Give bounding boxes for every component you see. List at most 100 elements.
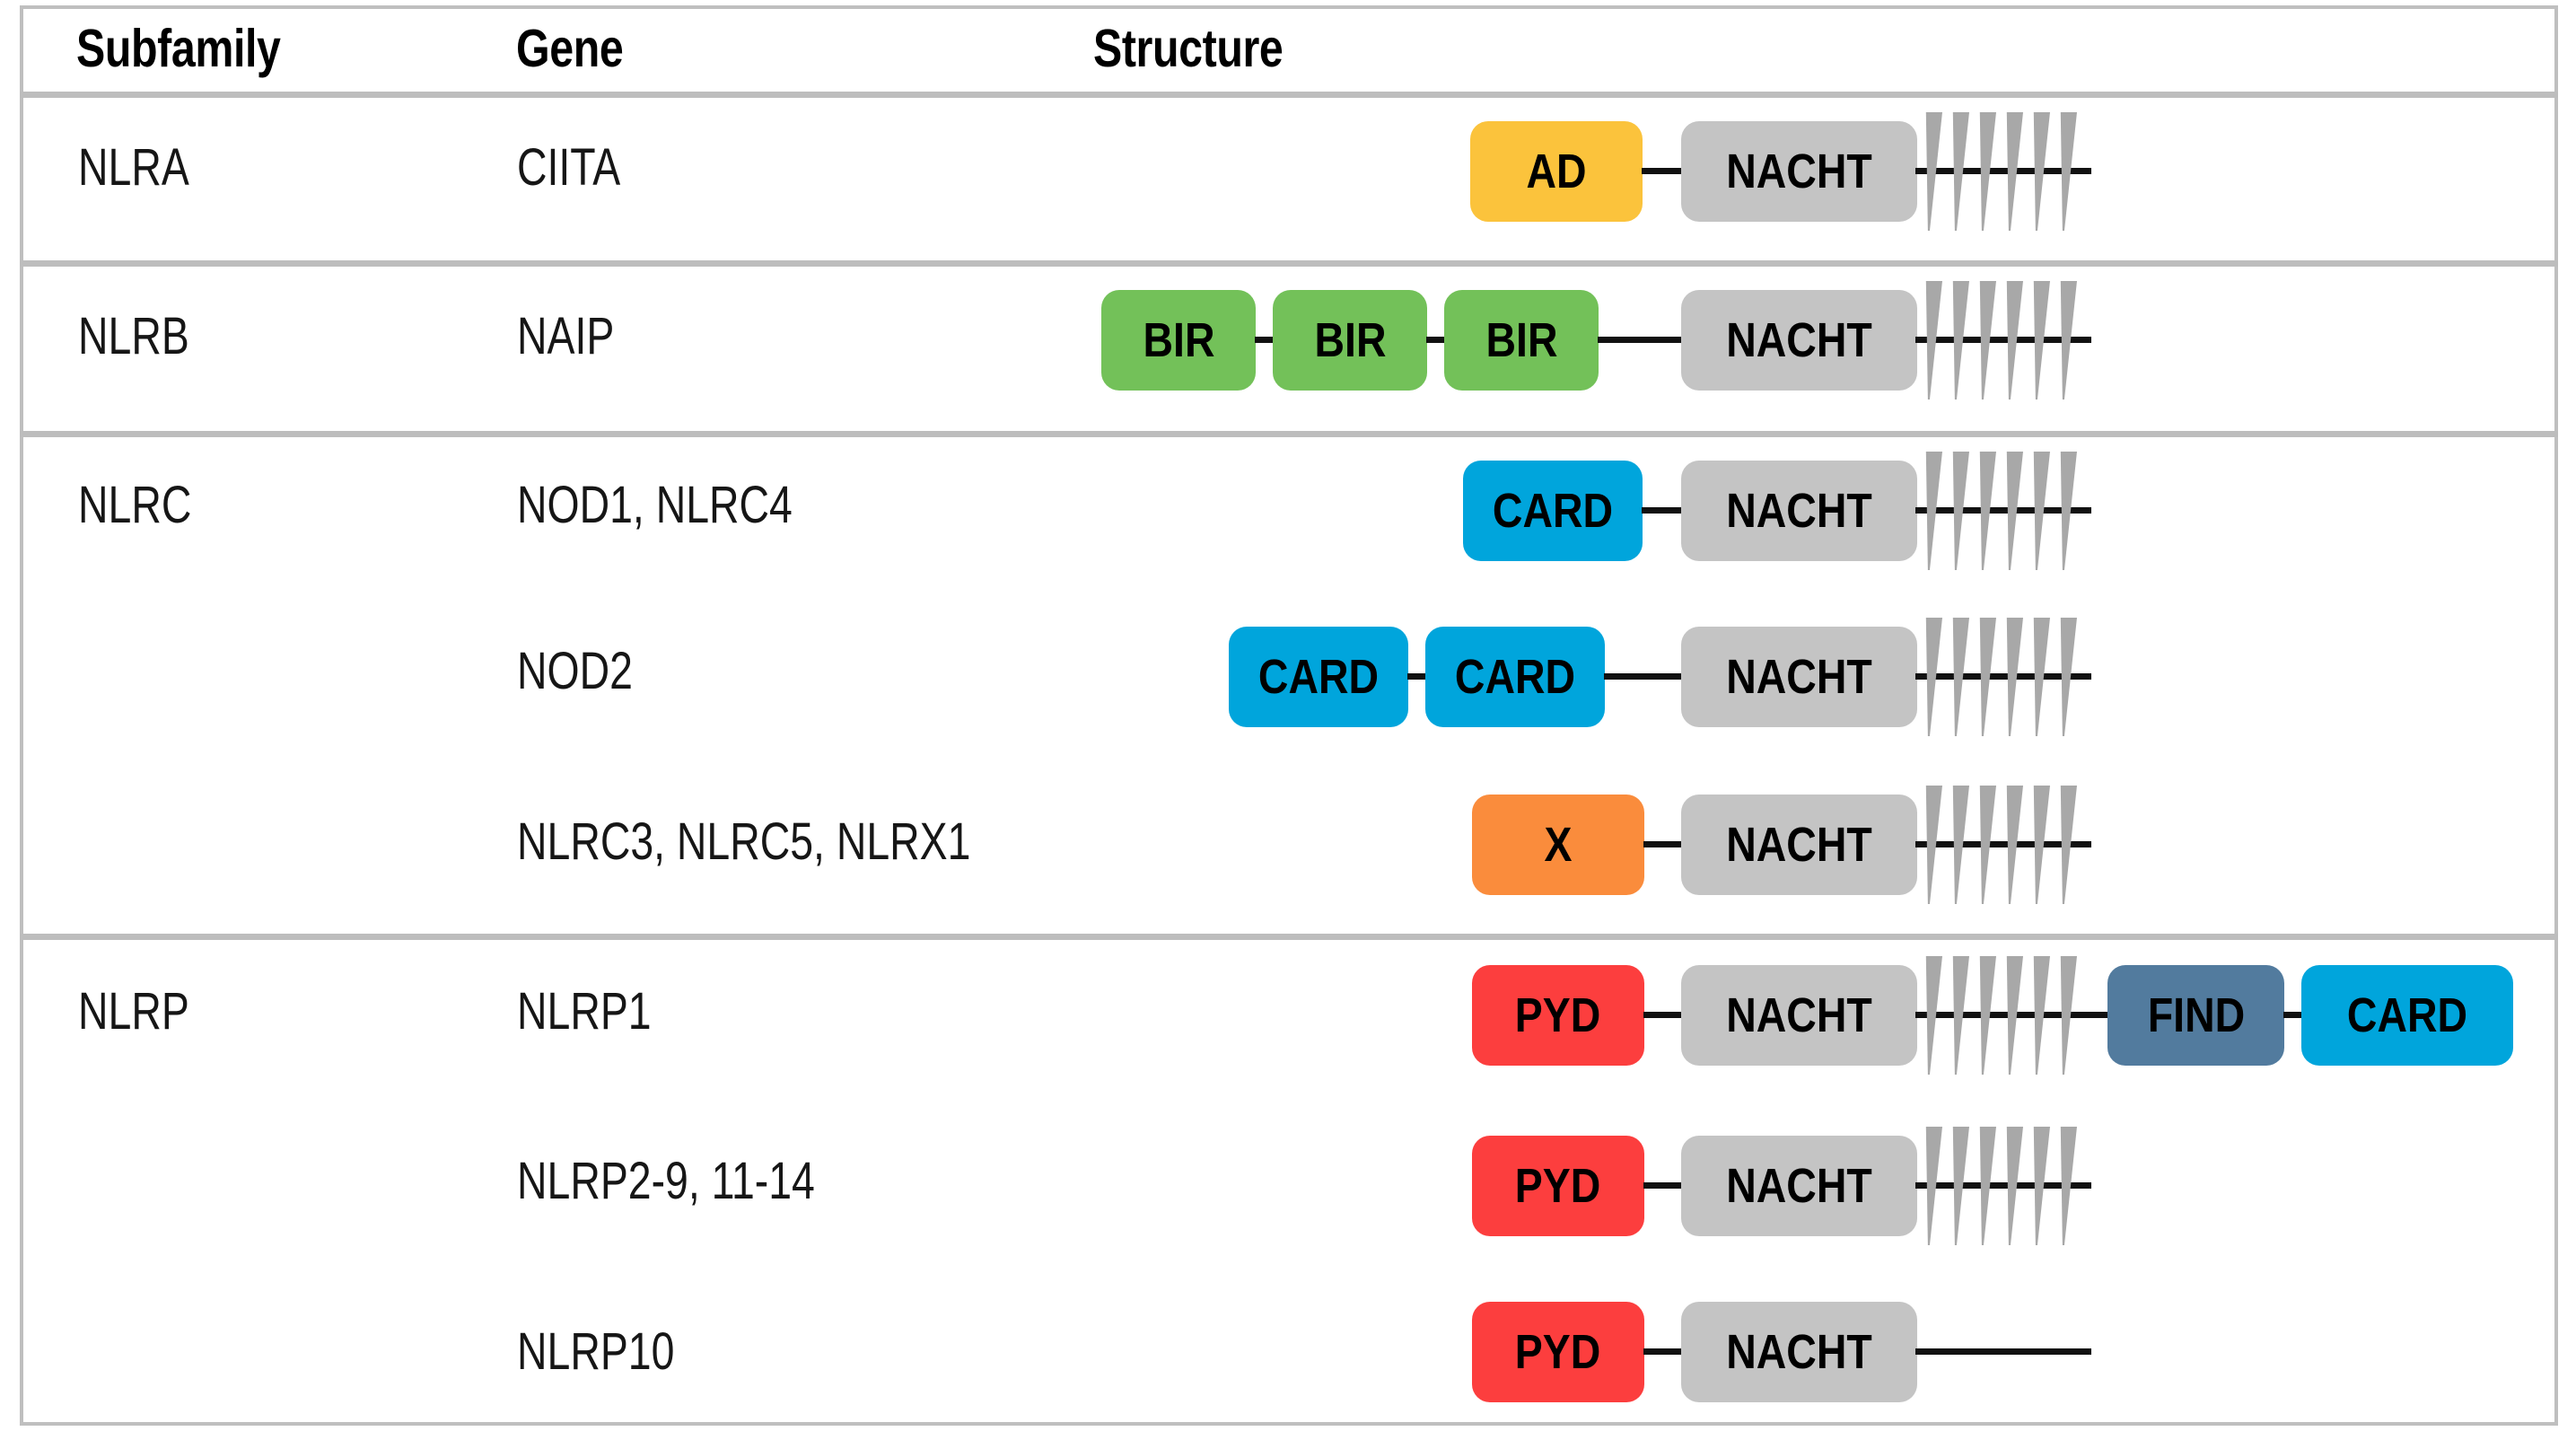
structure-diagram: BIR BIR BIR NACHT	[0, 267, 2576, 431]
table-header-row: Subfamily Gene Structure	[0, 5, 2576, 92]
domain-card-2: CARD	[1425, 627, 1605, 727]
row-divider-nlrb-nlrc	[20, 431, 2558, 437]
cell-gene: NOD1, NLRC4	[517, 476, 793, 534]
lrr-repeat-region	[1915, 112, 2091, 231]
lrr-axis-line	[1915, 1012, 2091, 1018]
domain-label: CARD	[2346, 988, 2468, 1042]
domain-label: BIR	[1485, 313, 1557, 367]
domain-label: PYD	[1515, 1325, 1601, 1379]
domain-bir-2: BIR	[1273, 290, 1427, 391]
lrr-repeat-region	[1915, 618, 2091, 736]
domain-label: X	[1544, 818, 1573, 872]
connector-line	[1598, 337, 1684, 343]
cell-gene: CIITA	[517, 138, 621, 197]
connector-line	[1643, 1348, 1684, 1355]
lrr-axis-line	[1915, 337, 2091, 343]
domain-label: NACHT	[1726, 988, 1872, 1042]
structure-diagram: PYD NACHT	[0, 1277, 2576, 1426]
domain-label: NACHT	[1726, 1159, 1872, 1213]
domain-nacht: NACHT	[1681, 461, 1917, 561]
domain-pyd: PYD	[1472, 1302, 1644, 1402]
connector-line	[1643, 1182, 1684, 1189]
domain-nacht: NACHT	[1681, 795, 1917, 895]
cell-subfamily: NLRC	[78, 476, 192, 534]
domain-label: NACHT	[1726, 1325, 1872, 1379]
lrr-axis-line	[1915, 673, 2091, 680]
lrr-repeat-region	[1915, 786, 2091, 904]
table-row-nlra: NLRA CIITA AD NACHT	[0, 98, 2576, 260]
domain-label: NACHT	[1726, 650, 1872, 704]
cell-gene: NOD2	[517, 642, 633, 700]
connector-line	[1643, 841, 1684, 847]
domain-label: NACHT	[1726, 145, 1872, 198]
domain-label: NACHT	[1726, 818, 1872, 872]
table-row-nlrb: NLRB NAIP BIR BIR BIR NACHT	[0, 267, 2576, 431]
cell-subfamily: NLRA	[78, 138, 189, 197]
domain-label: NACHT	[1726, 484, 1872, 538]
domain-label: PYD	[1515, 988, 1601, 1042]
connector-line	[1255, 337, 1275, 343]
header-divider	[20, 92, 2558, 98]
cell-gene: NLRP2-9, 11-14	[517, 1152, 815, 1210]
domain-label: CARD	[1492, 484, 1614, 538]
domain-find: FIND	[2107, 965, 2284, 1066]
table-row-nlrc-nod1: NLRC NOD1, NLRC4 CARD NACHT	[0, 437, 2576, 594]
column-header-structure: Structure	[1093, 19, 1284, 78]
structure-diagram: AD NACHT	[0, 98, 2576, 260]
lrr-axis-line	[1915, 1182, 2091, 1189]
connector-line	[2283, 1012, 2303, 1018]
connector-line	[1643, 1012, 1684, 1018]
structure-diagram: CARD NACHT	[0, 437, 2576, 594]
cell-subfamily: NLRP	[78, 982, 189, 1040]
column-header-subfamily: Subfamily	[76, 19, 281, 78]
lrr-repeat-region	[1915, 452, 2091, 570]
lrr-repeat-region	[1915, 281, 2091, 400]
domain-card: CARD	[1463, 461, 1643, 561]
column-header-gene: Gene	[516, 19, 624, 78]
domain-nacht: NACHT	[1681, 965, 1917, 1066]
domain-label: FIND	[2147, 988, 2245, 1042]
domain-label: BIR	[1314, 313, 1386, 367]
domain-label: AD	[1526, 145, 1587, 198]
domain-card: CARD	[2301, 965, 2513, 1066]
table-border	[20, 5, 2558, 1426]
row-divider-nlrc-nlrp	[20, 934, 2558, 940]
domain-ad: AD	[1470, 121, 1643, 222]
table-row-nlrp-nlrp10: NLRP10 PYD NACHT	[0, 1277, 2576, 1426]
domain-pyd: PYD	[1472, 1136, 1644, 1236]
domain-label: BIR	[1143, 313, 1214, 367]
cell-subfamily: NLRB	[78, 307, 189, 365]
domain-bir-3: BIR	[1444, 290, 1599, 391]
lrr-axis-line	[1915, 168, 2091, 174]
domain-nacht: NACHT	[1681, 1136, 1917, 1236]
domain-label: CARD	[1257, 650, 1380, 704]
connector-line	[2087, 1012, 2109, 1018]
cell-gene: NLRP10	[517, 1322, 675, 1381]
connector-line	[1642, 507, 1684, 514]
structure-diagram: X NACHT	[0, 765, 2576, 934]
domain-bir-1: BIR	[1101, 290, 1256, 391]
structure-diagram: PYD NACHT	[0, 1106, 2576, 1277]
domain-pyd: PYD	[1472, 965, 1644, 1066]
cell-gene: NLRC3, NLRC5, NLRX1	[517, 812, 971, 871]
domain-nacht: NACHT	[1681, 627, 1917, 727]
domain-nacht: NACHT	[1681, 121, 1917, 222]
domain-label: PYD	[1515, 1159, 1601, 1213]
connector-line	[1407, 673, 1427, 680]
structure-diagram: PYD NACHT FIND CARD	[0, 940, 2576, 1106]
row-divider-nlra-nlrb	[20, 260, 2558, 267]
cell-gene: NAIP	[517, 307, 615, 365]
lrr-axis-line	[1915, 507, 2091, 514]
domain-nacht: NACHT	[1681, 1302, 1917, 1402]
table-row-nlrp-nlrp2: NLRP2-9, 11-14 PYD NACHT	[0, 1106, 2576, 1277]
c-terminal-tail-line	[1915, 1348, 2091, 1355]
cell-gene: NLRP1	[517, 982, 652, 1040]
domain-x: X	[1472, 795, 1644, 895]
domain-card-1: CARD	[1229, 627, 1408, 727]
lrr-repeat-region	[1915, 1127, 2091, 1245]
connector-line	[1642, 168, 1684, 174]
domain-label: CARD	[1454, 650, 1576, 704]
table-row-nlrc-nod2: NOD2 CARD CARD NACHT	[0, 594, 2576, 765]
lrr-axis-line	[1915, 841, 2091, 847]
